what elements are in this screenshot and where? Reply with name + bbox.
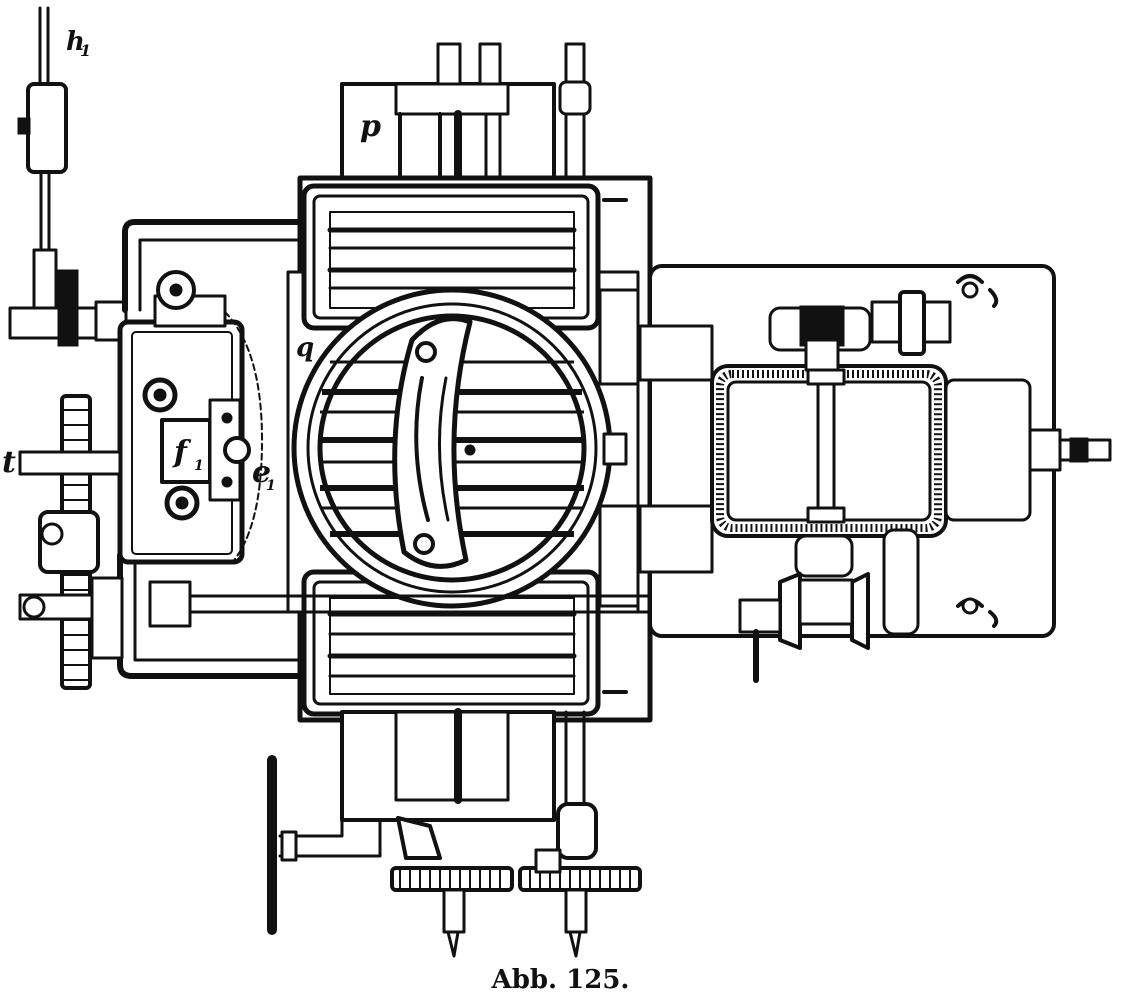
rotary-table-q bbox=[291, 287, 628, 609]
figure-labels: h 1 p q f 1 e 1 t bbox=[2, 27, 381, 494]
label-e1: e bbox=[252, 455, 271, 490]
bottom-slide bbox=[267, 708, 642, 958]
label-p: p bbox=[360, 109, 381, 144]
label-t: t bbox=[2, 445, 16, 480]
top-slide-p bbox=[340, 42, 592, 192]
label-h1: h bbox=[66, 27, 85, 57]
label-e1-sub: 1 bbox=[266, 478, 276, 494]
right-housing bbox=[638, 264, 1112, 683]
label-q: q bbox=[296, 333, 314, 363]
label-f1-sub: 1 bbox=[194, 458, 204, 474]
side-carriage bbox=[117, 270, 263, 566]
feed-rod bbox=[148, 580, 742, 628]
label-h1-sub: 1 bbox=[80, 41, 91, 60]
control-rod-h1 bbox=[8, 6, 128, 347]
left-gear-train bbox=[18, 394, 124, 690]
figure-caption: Abb. 125. bbox=[491, 965, 630, 995]
